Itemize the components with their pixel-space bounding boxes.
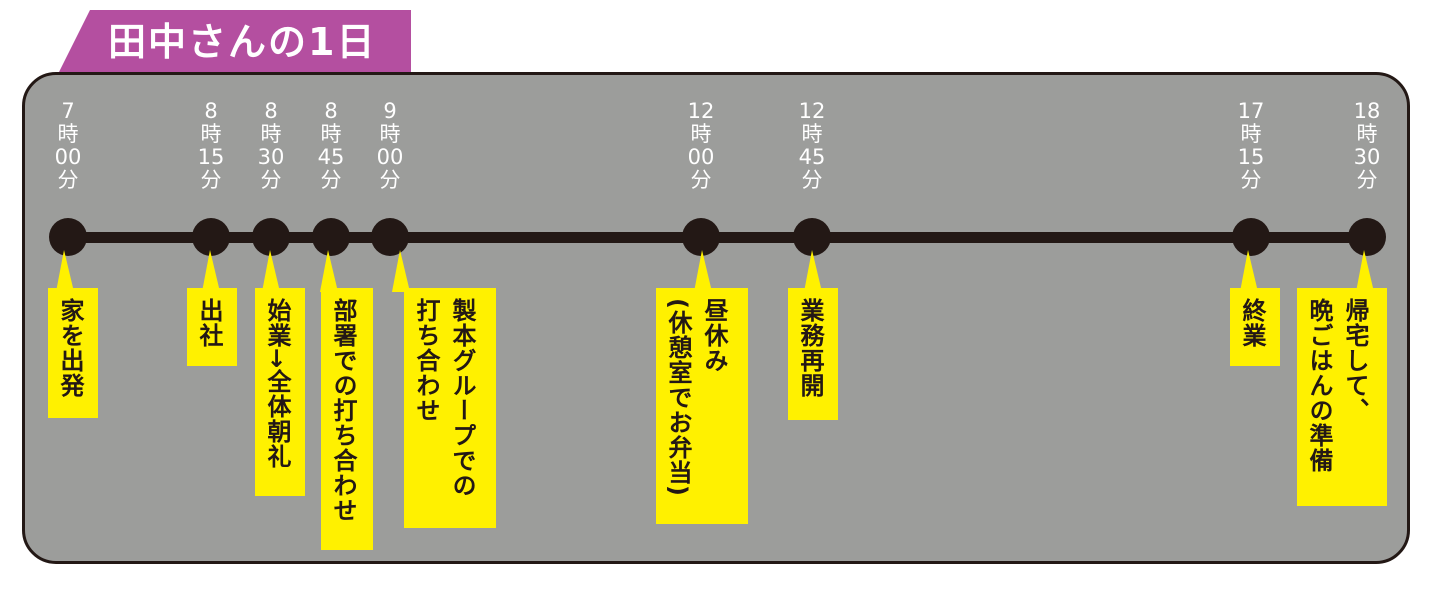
note-pointer <box>56 250 74 292</box>
event-note: 終業 <box>1230 288 1280 366</box>
event-note: 家を出発 <box>48 288 98 418</box>
note-pointer <box>392 250 410 292</box>
timeline-dot <box>371 218 409 256</box>
time-label: 7 時 00 分 <box>54 99 82 192</box>
note-pointer <box>804 250 822 292</box>
event-text: 家を出発 <box>56 298 84 398</box>
event-text: 製本グループでの 打ち合わせ <box>412 298 476 498</box>
title-tab <box>58 10 411 74</box>
timeline-dot <box>49 218 87 256</box>
event-text: 昼休み (休憩室でお弁当) <box>664 298 728 497</box>
note-pointer <box>694 250 712 292</box>
time-label: 8 時 45 分 <box>317 99 345 192</box>
event-text: 出社 <box>195 298 223 348</box>
time-label: 12 時 45 分 <box>798 99 826 192</box>
timeline-dot <box>1232 218 1270 256</box>
note-pointer <box>1240 250 1258 292</box>
event-note: 帰宅して、 晩ごはんの準備 <box>1297 288 1387 506</box>
event-text: 部署での打ち合わせ <box>329 298 357 523</box>
event-note: 部署での打ち合わせ <box>321 288 373 550</box>
note-pointer <box>262 250 280 292</box>
timeline-dot <box>312 218 350 256</box>
note-pointer <box>1356 250 1374 292</box>
time-label: 17 時 15 分 <box>1237 99 1265 192</box>
event-note: 始業→全体朝礼 <box>255 288 305 496</box>
timeline-dot <box>252 218 290 256</box>
timeline-dot <box>682 218 720 256</box>
note-pointer <box>202 250 220 292</box>
event-text: 帰宅して、 晩ごはんの準備 <box>1305 298 1369 473</box>
timeline-dot <box>1348 218 1386 256</box>
timeline-dot <box>793 218 831 256</box>
event-note: 出社 <box>187 288 237 366</box>
event-note: 業務再開 <box>788 288 838 420</box>
timeline-dot <box>192 218 230 256</box>
event-note: 製本グループでの 打ち合わせ <box>404 288 496 528</box>
time-label: 12 時 00 分 <box>687 99 715 192</box>
time-label: 8 時 30 分 <box>257 99 285 192</box>
event-note: 昼休み (休憩室でお弁当) <box>656 288 748 524</box>
note-pointer <box>320 250 338 292</box>
event-text: 終業 <box>1238 298 1266 348</box>
time-label: 18 時 30 分 <box>1353 99 1381 192</box>
page-title: 田中さんの1日 <box>108 20 377 64</box>
time-label: 9 時 00 分 <box>376 99 404 192</box>
event-text: 業務再開 <box>796 298 824 398</box>
event-text: 始業→全体朝礼 <box>263 298 291 470</box>
time-label: 8 時 15 分 <box>197 99 225 192</box>
